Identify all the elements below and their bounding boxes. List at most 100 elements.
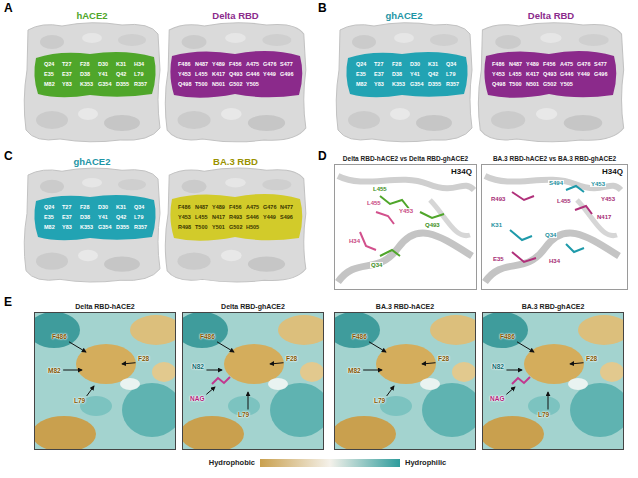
interface-patch: [484, 51, 616, 98]
residue-label: Y453: [178, 215, 191, 221]
residue-label: Y41: [98, 72, 108, 78]
residue-label: D38: [392, 72, 402, 78]
interface-patch: [34, 195, 155, 240]
residue-label: F456: [543, 62, 556, 68]
panel-title: Delta RBD-hACE2: [35, 302, 175, 311]
residue-label: L455: [195, 72, 208, 78]
residue-label: F486: [178, 62, 191, 68]
protein-surface: [165, 23, 306, 142]
residue-label: Y453: [600, 196, 616, 202]
residue-label: Q34: [134, 205, 144, 211]
residue-label: G496: [594, 72, 607, 78]
residue-label: G502: [543, 82, 556, 88]
panel-letter: A: [4, 2, 13, 14]
panel-letter: C: [4, 150, 13, 162]
panel-title: ghACE2: [22, 157, 162, 166]
residue-label: N501: [212, 82, 225, 88]
residue-label: F486: [178, 205, 191, 211]
residue-label: K353: [392, 82, 405, 88]
leader-arrow: [369, 342, 386, 352]
residue-label: Q498: [178, 82, 191, 88]
residue-label: F28: [80, 205, 89, 211]
residue-label: Y453: [492, 72, 505, 78]
surface-label: F28: [138, 356, 149, 363]
panel-title: Delta RBD: [476, 11, 626, 20]
leader-arrow: [248, 392, 249, 410]
residue-label: Q493: [543, 72, 556, 78]
legend-label: Hydrophilic: [405, 458, 446, 468]
residue-label: N477: [280, 205, 293, 211]
surface-label: F28: [438, 356, 449, 363]
hydrophobicity-surface: [28, 312, 182, 452]
surface-label: L79: [538, 412, 549, 419]
leader-arrow: [206, 387, 215, 394]
residue-label: K417: [212, 72, 225, 78]
leader-arrow: [122, 363, 136, 364]
residue-label: G502: [229, 82, 242, 88]
leader-arrow: [206, 370, 222, 371]
residue-label: E37: [374, 72, 384, 78]
residue-label: Q42: [428, 72, 438, 78]
ribbon-structure: [485, 176, 621, 282]
residue-label: D30: [98, 62, 108, 68]
residue-label: E35: [356, 72, 366, 78]
residue-label: G476: [263, 62, 276, 68]
glycan-stick: [512, 377, 530, 384]
residue-label: L79: [134, 215, 143, 221]
hydrophobicity-surface: [476, 312, 630, 452]
residue-label: F28: [392, 62, 401, 68]
residue-label: H34: [348, 238, 361, 244]
protein-surface: [478, 23, 623, 142]
residue-label: E37: [62, 215, 72, 221]
leader-arrow: [548, 392, 549, 410]
panel-title: BA.3 RBD: [163, 157, 308, 166]
residue-label: Y449: [263, 72, 276, 78]
panel-title: BA.3 RBD-hACE2 vs BA.3 RBD-ghACE2: [482, 154, 627, 163]
residue-label: N487: [509, 62, 522, 68]
residue-label: D38: [80, 215, 90, 221]
protein-surface: [336, 23, 472, 142]
surface-label: N82: [192, 364, 204, 371]
panel-letter: D: [318, 150, 327, 162]
residue-label: D355: [116, 225, 129, 231]
residue-label: Y41: [98, 215, 108, 221]
hydrophobicity-surface: [176, 312, 330, 452]
residue-label: T27: [62, 205, 71, 211]
residue-label: Y501: [212, 225, 225, 231]
panel-title: Delta RBD-ghACE2: [183, 302, 323, 311]
residue-label: K31: [490, 222, 503, 228]
surface-label: F28: [286, 356, 297, 363]
residue-label: L455: [366, 200, 382, 206]
residue-label: R357: [134, 82, 147, 88]
protein-surface: [24, 23, 160, 142]
residue-label: D30: [410, 62, 420, 68]
residue-label: M82: [44, 82, 55, 88]
residue-label: G476: [577, 62, 590, 68]
panel-title: hACE2: [22, 11, 162, 20]
leader-arrow: [387, 386, 394, 396]
residue-label: M82: [356, 82, 367, 88]
residue-label: K31: [428, 62, 438, 68]
panel-letter: B: [318, 2, 327, 14]
residue-label: A475: [246, 62, 259, 68]
leader-arrow: [506, 387, 515, 394]
residue-label: N487: [195, 205, 208, 211]
residue-label: Y489: [212, 62, 225, 68]
residue-label: K417: [526, 72, 539, 78]
residue-label: Y453: [178, 72, 191, 78]
residue-label: Y83: [374, 82, 384, 88]
residue-label: K31: [116, 205, 126, 211]
mutation-label: H34Q: [335, 167, 476, 176]
residue-label: Y449: [263, 215, 276, 221]
residue-label: Y489: [212, 205, 225, 211]
residue-label: Q42: [116, 72, 126, 78]
residue-label: K31: [116, 62, 126, 68]
residue-label: T27: [62, 62, 71, 68]
residue-label: L455: [372, 186, 388, 192]
mutation-label: H34Q: [482, 167, 627, 176]
residue-label: Y449: [577, 72, 590, 78]
interface-patch: [170, 51, 302, 98]
leader-arrow: [506, 370, 522, 371]
leader-arrow: [69, 342, 86, 352]
